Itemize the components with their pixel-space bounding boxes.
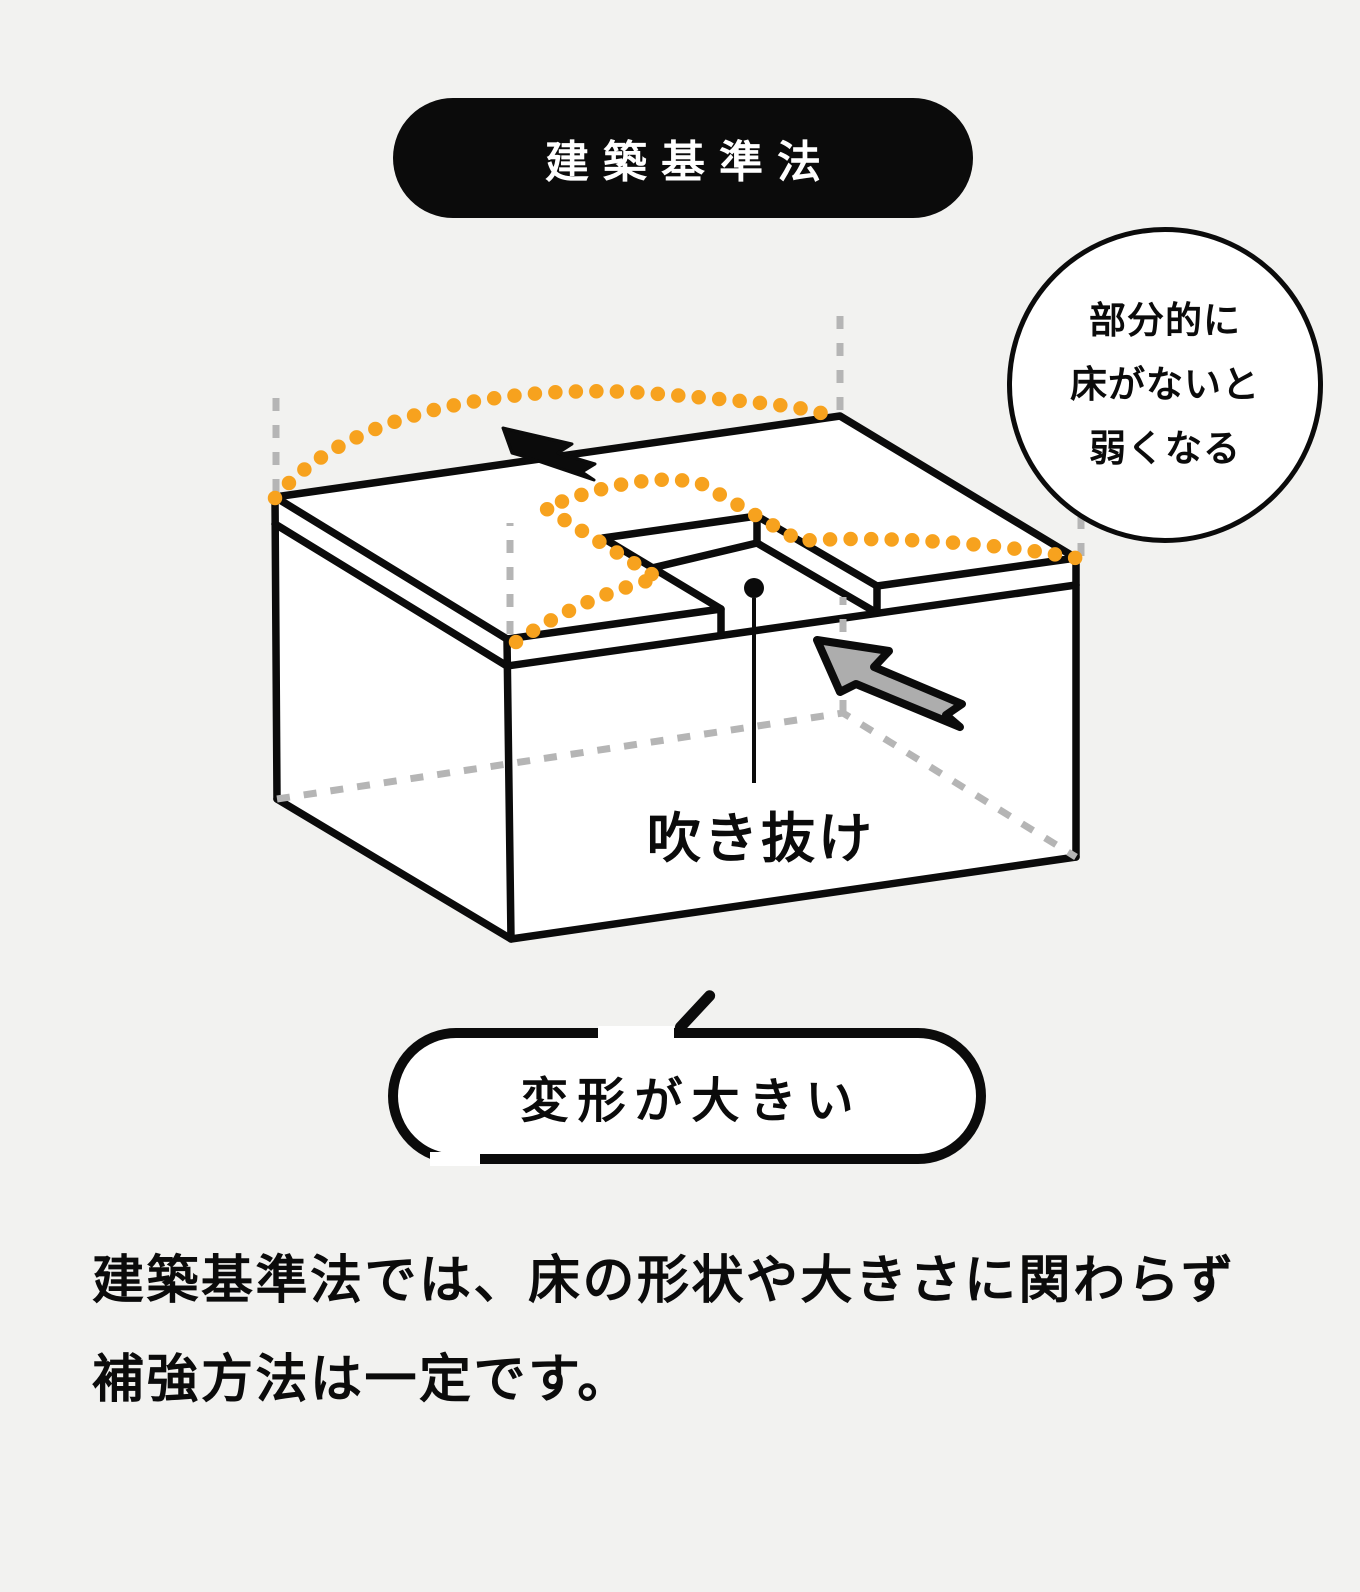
deformation-curves [267,384,1084,650]
callout-line: 弱くなる [1089,428,1241,469]
void-marker-dot [744,578,764,598]
title-badge: 建築基準法 [393,98,973,218]
load-arrow-icon [813,636,966,731]
void-label: 吹き抜け [647,809,875,869]
caption-line: 補強方法は一定です。 [92,1351,632,1409]
result-bubble-label: 変形が大きい [520,1075,863,1128]
deformation-arrow-icon [501,426,597,482]
deformation-curve-back [267,384,846,506]
bubble-border-gap [430,1152,480,1166]
title-badge-label: 建築基準法 [545,138,835,187]
callout-circle: 部分的に 床がないと 弱くなる [1007,227,1323,543]
bubble-border-gap [598,1026,674,1040]
void-leader [744,578,764,783]
caption-text: 建築基準法では、床の形状や大きさに関わらず 補強方法は一定です。 [92,1232,1235,1430]
callout-line: 部分的に [1089,300,1241,341]
wall-corner-edges [271,493,1080,943]
wall-bottom-edges [273,795,1080,943]
room-box-face [275,416,1076,939]
callout-line: 床がないと [1070,364,1260,405]
result-bubble: 変形が大きい [388,1028,986,1164]
caption-line: 建築基準法では、床の形状や大きさに関わらず [92,1252,1236,1310]
